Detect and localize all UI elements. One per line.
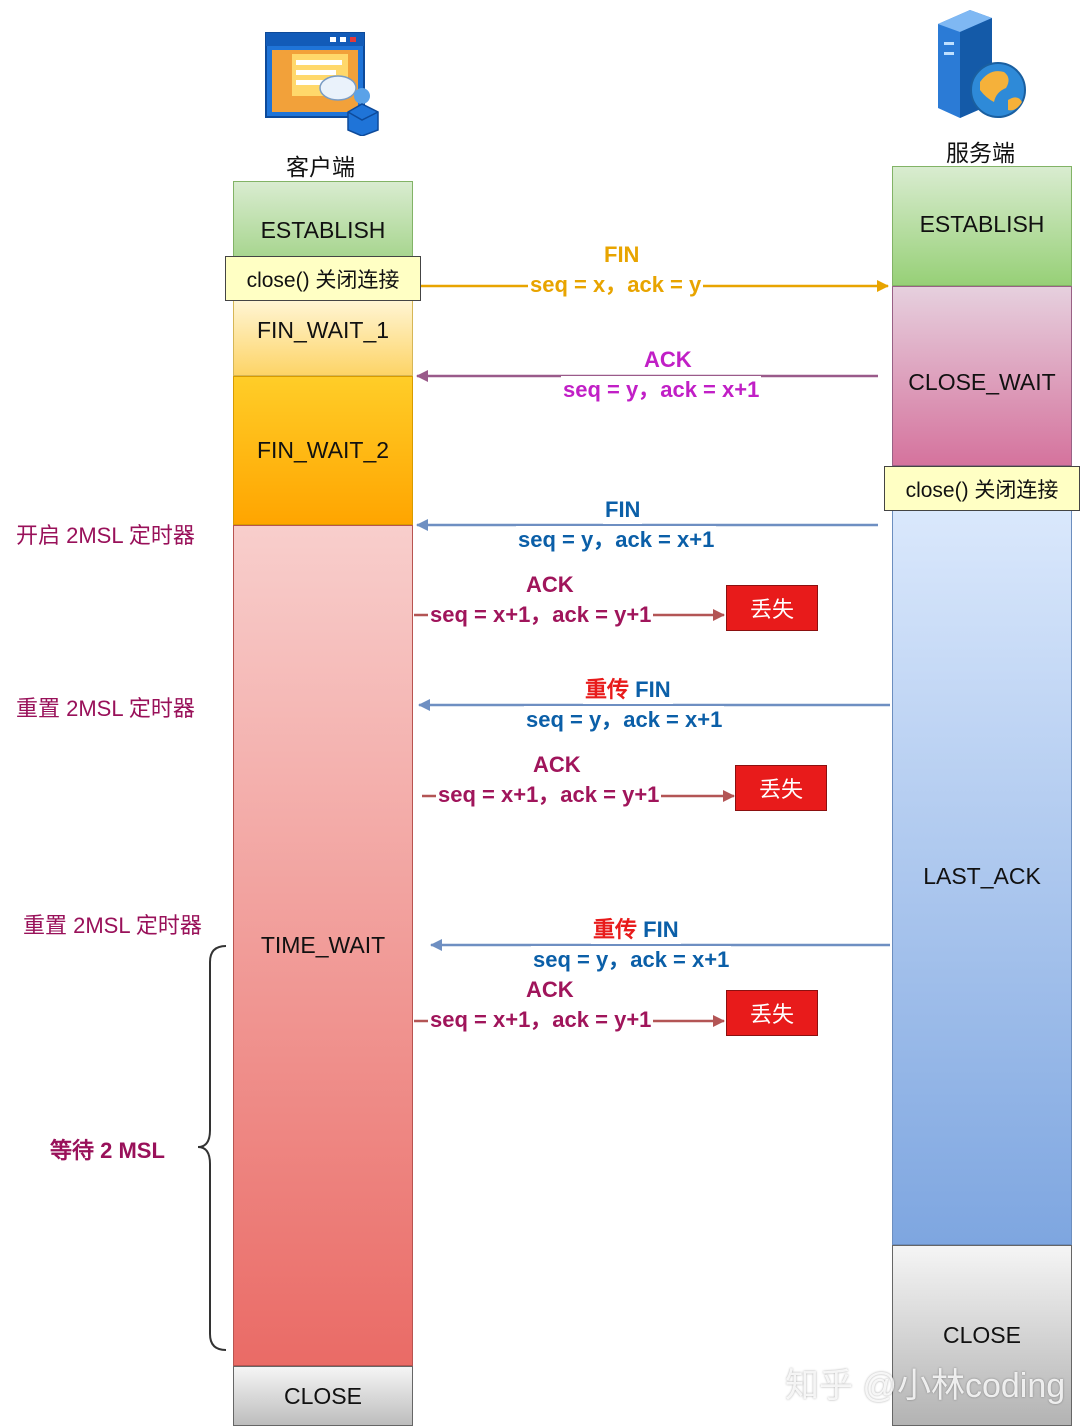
- client-state-establish: ESTABLISH: [233, 181, 413, 259]
- refin1-title: 重传 FIN: [583, 676, 673, 704]
- refin2-fin: FIN: [643, 917, 679, 942]
- client-close-call: close() 关闭连接: [225, 256, 421, 301]
- ack2-title: ACK: [524, 571, 576, 599]
- server-state-establish: ESTABLISH: [892, 166, 1072, 286]
- timer-start-label: 开启 2MSL 定时器: [16, 523, 195, 548]
- ack4-title: ACK: [524, 976, 576, 1004]
- client-label: 客户端: [286, 154, 355, 180]
- server-label: 服务端: [946, 140, 1015, 166]
- client-state-fin-wait-2: FIN_WAIT_2: [233, 376, 413, 525]
- refin2-detail: seq = y，ack = x+1: [531, 946, 732, 974]
- client-state-fin-wait-1: FIN_WAIT_1: [233, 298, 413, 376]
- ack4-detail: seq = x+1，ack = y+1: [428, 1006, 654, 1034]
- ack1-title: ACK: [642, 346, 694, 374]
- ack3-title: ACK: [531, 751, 583, 779]
- ack3-detail: seq = x+1，ack = y+1: [436, 781, 662, 809]
- ack2-detail: seq = x+1，ack = y+1: [428, 601, 654, 629]
- fin2-detail: seq = y，ack = x+1: [516, 526, 717, 554]
- refin2-title: 重传 FIN: [591, 916, 681, 944]
- fin2-title: FIN: [603, 496, 643, 524]
- server-state-last-ack: LAST_ACK: [892, 508, 1072, 1245]
- timer-reset-label-2: 重置 2MSL 定时器: [23, 913, 202, 938]
- wait-brace: [197, 945, 227, 1351]
- refin1-fin: FIN: [635, 677, 671, 702]
- wait-2msl-label: 等待 2 MSL: [50, 1138, 165, 1163]
- refin2-prefix: 重传: [593, 917, 638, 942]
- lost-badge-2: 丢失: [735, 765, 827, 811]
- browser-window-icon: [265, 32, 379, 136]
- refin1-detail: seq = y，ack = x+1: [524, 706, 725, 734]
- refin1-prefix: 重传: [585, 677, 630, 702]
- server-state-close-wait: CLOSE_WAIT: [892, 286, 1072, 466]
- ack1-detail: seq = y，ack = x+1: [561, 376, 762, 404]
- server-close-call: close() 关闭连接: [884, 466, 1080, 511]
- fin1-title: FIN: [602, 241, 642, 269]
- timer-reset-label-1: 重置 2MSL 定时器: [16, 696, 195, 721]
- server-globe-icon: [938, 10, 1026, 118]
- server-state-close: CLOSE: [892, 1245, 1072, 1426]
- lost-badge-3: 丢失: [726, 990, 818, 1036]
- fin1-detail: seq = x，ack = y: [528, 271, 704, 299]
- watermark: 知乎 @小林coding: [785, 1367, 1066, 1405]
- lost-badge-1: 丢失: [726, 585, 818, 631]
- client-state-close: CLOSE: [233, 1366, 413, 1426]
- client-state-time-wait: TIME_WAIT: [233, 525, 413, 1366]
